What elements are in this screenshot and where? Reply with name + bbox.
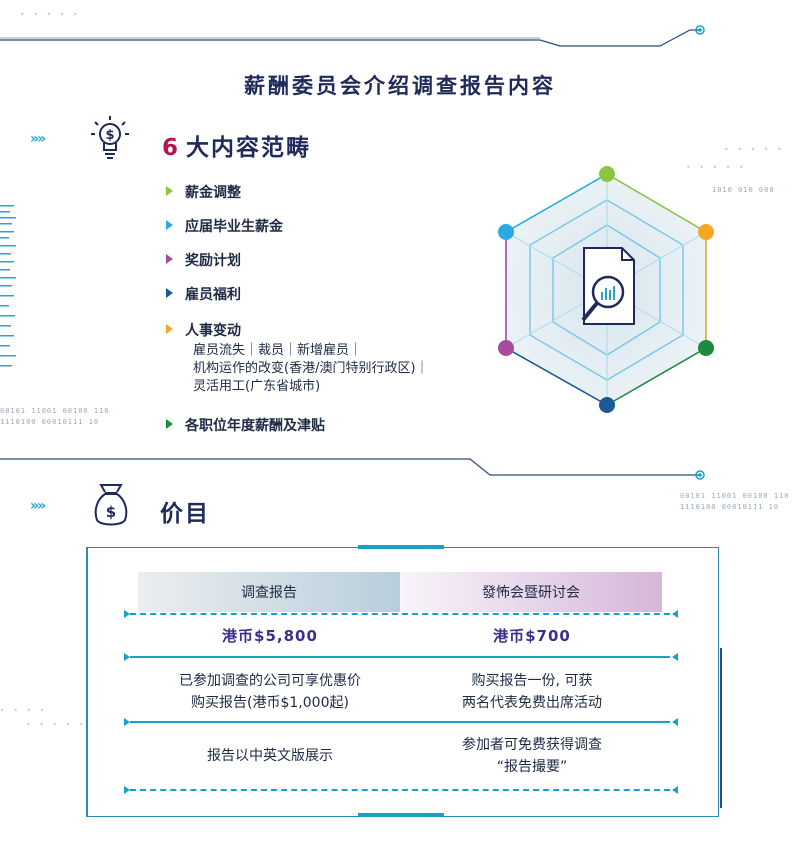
dots-decoration: • • • • bbox=[0, 706, 48, 715]
seminar-free-text: 购买报告一份, 可获两名代表免费出席活动 bbox=[462, 673, 602, 711]
personnel-sub-line-2: 机构运作的改变(香港/澳门特别行政区)｜ bbox=[193, 361, 429, 376]
list-item-annual-compensation: 各职位年度薪酬及津贴 bbox=[166, 415, 325, 435]
binary-decoration: 00101 11001 00100 110 bbox=[680, 492, 790, 500]
bullet-icon bbox=[166, 288, 173, 298]
money-bag-icon: $ bbox=[94, 484, 128, 526]
binary-decoration: 1110100 00010111 10 bbox=[680, 503, 780, 511]
section1-title: 大内容范畴 bbox=[186, 135, 312, 161]
bullet-icon bbox=[166, 419, 173, 429]
personnel-sub-line-3: 灵活用工(广东省城市) bbox=[193, 379, 321, 394]
frame-accent-bottom bbox=[358, 813, 444, 817]
chevron-icon: »» bbox=[30, 131, 46, 147]
divider-arrow bbox=[124, 653, 130, 661]
divider-arrow bbox=[672, 610, 678, 618]
price-seminar: 港币$700 bbox=[493, 627, 571, 645]
list-item-incentive-plan: 奖励计划 bbox=[166, 250, 241, 270]
report-language-text: 报告以中英文版展示 bbox=[207, 748, 333, 764]
svg-text:$: $ bbox=[105, 128, 114, 143]
table-divider bbox=[130, 656, 670, 658]
bullet-icon bbox=[166, 220, 173, 230]
table-header-seminar: 發怖会暨研讨会 bbox=[400, 572, 662, 612]
dots-decoration: • • • • • bbox=[26, 720, 87, 729]
top-circuit-line bbox=[0, 25, 705, 47]
svg-text:$: $ bbox=[106, 503, 116, 521]
list-item-personnel-changes: 人事变动 bbox=[166, 320, 241, 340]
binary-decoration: 00101 11001 00100 110 bbox=[0, 407, 110, 415]
bullet-icon bbox=[166, 254, 173, 264]
table-divider bbox=[130, 721, 670, 723]
list-item-salary-adjustment: 薪金调整 bbox=[166, 182, 241, 202]
dots-decoration: • • • • • bbox=[20, 10, 81, 19]
divider-arrow bbox=[124, 786, 130, 794]
table-divider bbox=[130, 789, 670, 791]
personnel-sub-line-1: 雇员流失｜裁员｜新增雇员｜ bbox=[193, 343, 363, 358]
lightbulb-dollar-icon: $ bbox=[91, 116, 129, 159]
middle-circuit-line bbox=[0, 458, 705, 480]
divider-arrow bbox=[124, 610, 130, 618]
report-discount-text: 已参加调查的公司可享优惠价购买报告(港币$1,000起) bbox=[179, 673, 361, 711]
binary-decoration: 1010 010 000 bbox=[712, 186, 775, 194]
section2-heading: 价目 bbox=[160, 501, 210, 527]
report-magnifier-icon bbox=[581, 247, 635, 325]
divider-arrow bbox=[672, 718, 678, 726]
frame-accent-top bbox=[358, 545, 444, 549]
divider-arrow bbox=[672, 653, 678, 661]
table-divider bbox=[130, 613, 670, 615]
price-report: 港币$5,800 bbox=[222, 627, 318, 645]
dots-decoration: • • • • • bbox=[686, 163, 747, 172]
frame-accent-right bbox=[720, 648, 722, 808]
chevron-icon: »» bbox=[30, 498, 46, 514]
hexagon-graphic bbox=[498, 166, 714, 413]
divider-arrow bbox=[672, 786, 678, 794]
left-barcode-decoration bbox=[0, 205, 16, 367]
page-title: 薪酬委员会介绍调查报告内容 bbox=[244, 74, 556, 98]
list-item-graduate-salary: 应届毕业生薪金 bbox=[166, 216, 283, 236]
table-header-report: 调查报告 bbox=[138, 572, 400, 612]
bullet-icon bbox=[166, 186, 173, 196]
dots-decoration: • • • • • bbox=[724, 145, 785, 154]
binary-decoration: 1110100 00010111 10 bbox=[0, 418, 100, 426]
list-item-employee-benefits: 雇员福利 bbox=[166, 284, 241, 304]
seminar-summary-text: 参加者可免费获得调查“报告撮要” bbox=[462, 737, 602, 775]
bullet-icon bbox=[166, 324, 173, 334]
divider-arrow bbox=[124, 718, 130, 726]
section1-number: 6 bbox=[162, 135, 181, 161]
